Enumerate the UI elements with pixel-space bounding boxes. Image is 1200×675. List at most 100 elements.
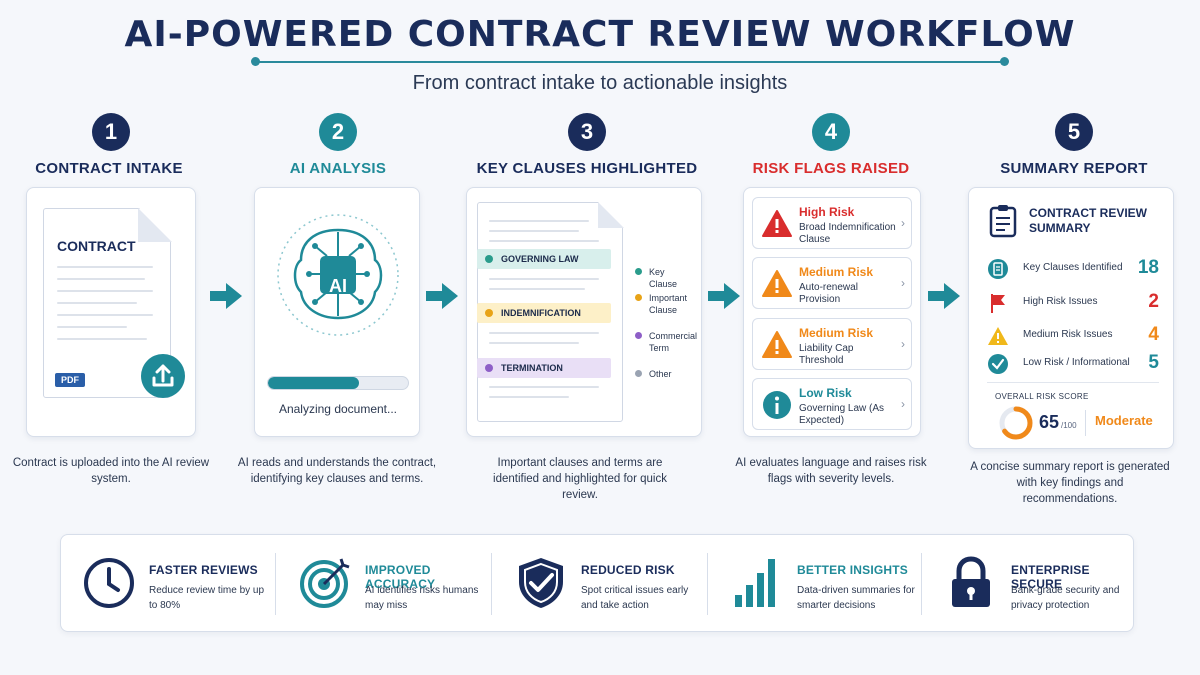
risk-detail: Liability Cap Threshold	[799, 343, 854, 366]
clause-highlight-label: TERMINATION	[501, 363, 563, 373]
legend-dot	[635, 332, 642, 339]
upload-icon	[152, 364, 174, 387]
flow-arrow-icon	[928, 283, 960, 309]
underline-dot-right	[1000, 57, 1009, 66]
risk-flag-low[interactable]: Low Risk Governing Law (As Expected) ›	[752, 378, 912, 430]
risk-level: Low Risk	[799, 386, 852, 400]
step-2-number: 2	[319, 113, 357, 151]
check-circle-icon	[988, 354, 1008, 374]
document-fold	[138, 208, 172, 242]
legend-dot	[635, 268, 642, 275]
benefits-bar: FASTER REVIEWS Reduce review time by up …	[60, 534, 1134, 632]
legend-key-clause: Key Clause	[635, 266, 695, 290]
step-3-title: KEY CLAUSES HIGHLIGHTED	[476, 160, 698, 177]
pdf-file-tag: PDF	[55, 373, 85, 387]
risk-score-gauge	[999, 406, 1033, 440]
step-2-description: AI reads and understands the contract, i…	[237, 457, 437, 485]
benefit-better-insights: BETTER INSIGHTS Data-driven summaries fo…	[709, 535, 923, 633]
contract-document-label: CONTRACT	[57, 238, 136, 254]
title-underline	[255, 61, 1005, 63]
doc-line	[57, 338, 147, 340]
analysis-progress-fill	[268, 377, 359, 389]
key-clause-dot	[485, 255, 493, 263]
contract-intake-card: CONTRACT PDF	[26, 187, 196, 437]
risk-level: Medium Risk	[799, 326, 874, 340]
flag-icon	[991, 294, 1005, 313]
benefit-improved-accuracy: IMPROVED ACCURACY AI identifies risks hu…	[277, 535, 491, 633]
doc-line	[57, 302, 137, 304]
doc-line	[489, 288, 585, 290]
chevron-right-icon: ›	[901, 276, 905, 290]
info-icon	[763, 391, 791, 419]
analysis-progress-bar	[267, 376, 409, 390]
clock-icon	[84, 558, 134, 608]
risk-detail: Governing Law (As Expected)	[799, 403, 885, 426]
step-5-title: SUMMARY REPORT	[1000, 160, 1148, 177]
legend-dot	[635, 370, 642, 377]
risk-flag-medium-liability-cap[interactable]: Medium Risk Liability Cap Threshold ›	[752, 318, 912, 370]
score-divider	[1085, 410, 1086, 436]
doc-line	[57, 326, 127, 328]
risk-flags-card: High Risk Broad Indemnification Clause ›…	[743, 187, 921, 437]
risk-flag-high[interactable]: High Risk Broad Indemnification Clause ›	[752, 197, 912, 249]
shield-check-icon	[519, 558, 563, 608]
warning-triangle-icon	[988, 327, 1008, 345]
commercial-term-dot	[485, 364, 493, 372]
doc-line	[489, 220, 589, 222]
doc-line	[489, 342, 579, 344]
legend-important-clause: Important Clause	[635, 292, 695, 316]
benefit-enterprise-secure: ENTERPRISE SECURE Bank-grade security an…	[923, 535, 1137, 633]
doc-line	[57, 278, 145, 280]
flow-arrow-icon	[210, 283, 242, 309]
clause-highlight-governing-law[interactable]: GOVERNING LAW	[477, 249, 611, 269]
overall-risk-label: OVERALL RISK SCORE	[995, 392, 1089, 401]
benefit-faster-reviews: FASTER REVIEWS Reduce review time by up …	[61, 535, 275, 633]
document-fold	[598, 202, 624, 228]
step-2-title: AI ANALYSIS	[289, 160, 387, 177]
doc-line	[489, 396, 569, 398]
risk-level: Medium Risk	[799, 265, 874, 279]
summary-row-high-risk: High Risk Issues 2	[987, 291, 1159, 315]
summary-title: CONTRACT REVIEW SUMMARY	[1029, 206, 1147, 235]
risk-flag-medium-auto-renewal[interactable]: Medium Risk Auto-renewal Provision ›	[752, 257, 912, 309]
ai-chip-label: AI	[329, 276, 347, 296]
important-clause-dot	[485, 309, 493, 317]
clause-highlight-indemnification[interactable]: INDEMNIFICATION	[477, 303, 611, 323]
warning-triangle-icon	[762, 270, 792, 297]
warning-triangle-icon	[762, 331, 792, 358]
benefit-reduced-risk: REDUCED RISK Spot critical issues early …	[493, 535, 707, 633]
ai-brain-icon	[277, 214, 399, 336]
benefit-divider	[921, 553, 922, 615]
page-title: AI-POWERED CONTRACT REVIEW WORKFLOW	[124, 14, 1076, 55]
doc-line	[57, 290, 153, 292]
risk-score-arc	[999, 406, 1033, 440]
summary-divider	[987, 382, 1159, 383]
legend-commercial-term: Commercial Term	[635, 330, 697, 354]
summary-report-card: CONTRACT REVIEW SUMMARY Key Clauses Iden…	[968, 187, 1174, 449]
document-icon	[988, 259, 1008, 279]
risk-score-value: 65	[1039, 412, 1060, 432]
warning-triangle-icon	[762, 210, 792, 237]
step-4-title: RISK FLAGS RAISED	[752, 160, 910, 177]
upload-button[interactable]	[141, 354, 185, 398]
risk-score-max: /100	[1061, 421, 1077, 430]
flow-arrow-icon	[708, 283, 740, 309]
page-subtitle: From contract intake to actionable insig…	[412, 72, 788, 94]
risk-detail: Broad Indemnification Clause	[799, 222, 896, 245]
clause-highlight-termination[interactable]: TERMINATION	[477, 358, 611, 378]
step-3-description: Important clauses and terms are identifi…	[493, 457, 667, 501]
clause-highlight-label: GOVERNING LAW	[501, 254, 579, 264]
padlock-icon	[952, 556, 990, 607]
bar-chart-icon	[735, 559, 775, 607]
doc-line	[489, 240, 599, 242]
step-4-description: AI evaluates language and raises risk fl…	[735, 457, 927, 485]
doc-line	[57, 314, 153, 316]
step-5-description: A concise summary report is generated wi…	[970, 461, 1170, 505]
doc-line	[57, 266, 153, 268]
risk-detail: Auto-renewal Provision	[799, 282, 858, 305]
chevron-right-icon: ›	[901, 397, 905, 411]
target-icon	[300, 558, 350, 608]
step-1-description: Contract is uploaded into the AI review …	[12, 457, 210, 485]
flow-arrow-icon	[426, 283, 458, 309]
chevron-right-icon: ›	[901, 337, 905, 351]
